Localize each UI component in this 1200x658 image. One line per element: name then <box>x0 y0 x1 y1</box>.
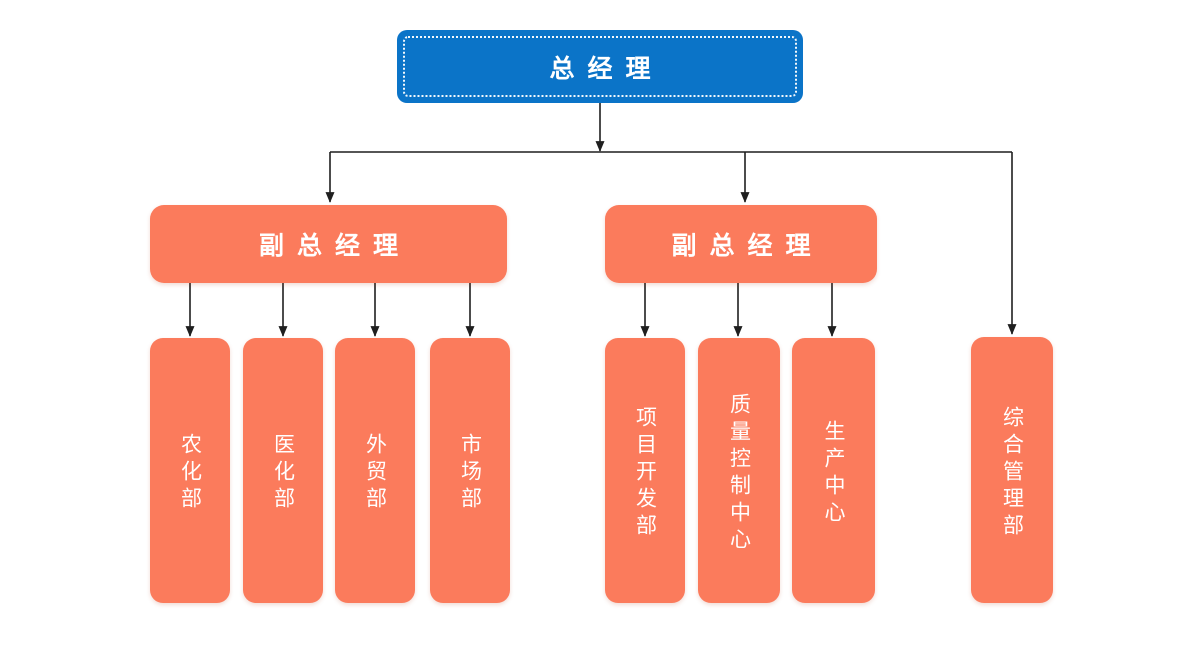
node-label: 医化部 <box>271 433 295 514</box>
node-label: 副总经理 <box>671 232 824 260</box>
node-dept-production-center: 生产中心 <box>792 338 875 603</box>
node-general-manager: 总经理 <box>397 30 803 103</box>
node-dept-medchemical: 医化部 <box>243 338 323 603</box>
node-label: 项目开发部 <box>633 406 657 541</box>
node-label: 质量控制中心 <box>727 392 751 555</box>
node-dept-general-management: 综合管理部 <box>971 337 1053 603</box>
node-label: 生产中心 <box>822 419 845 528</box>
node-dept-quality-control-center: 质量控制中心 <box>698 338 780 603</box>
node-dept-marketing: 市场部 <box>430 338 510 603</box>
node-deputy-manager-2: 副总经理 <box>605 205 877 283</box>
node-label: 总经理 <box>549 54 664 83</box>
node-label: 外贸部 <box>363 433 387 514</box>
node-dept-foreign-trade: 外贸部 <box>335 338 415 603</box>
node-dept-agrochemical: 农化部 <box>150 338 230 603</box>
node-deputy-manager-1: 副总经理 <box>150 205 507 283</box>
node-dept-project-development: 项目开发部 <box>605 338 685 603</box>
node-label: 农化部 <box>178 433 202 514</box>
node-label: 综合管理部 <box>1000 405 1024 541</box>
node-label: 副总经理 <box>258 232 411 260</box>
node-label: 市场部 <box>458 433 482 514</box>
